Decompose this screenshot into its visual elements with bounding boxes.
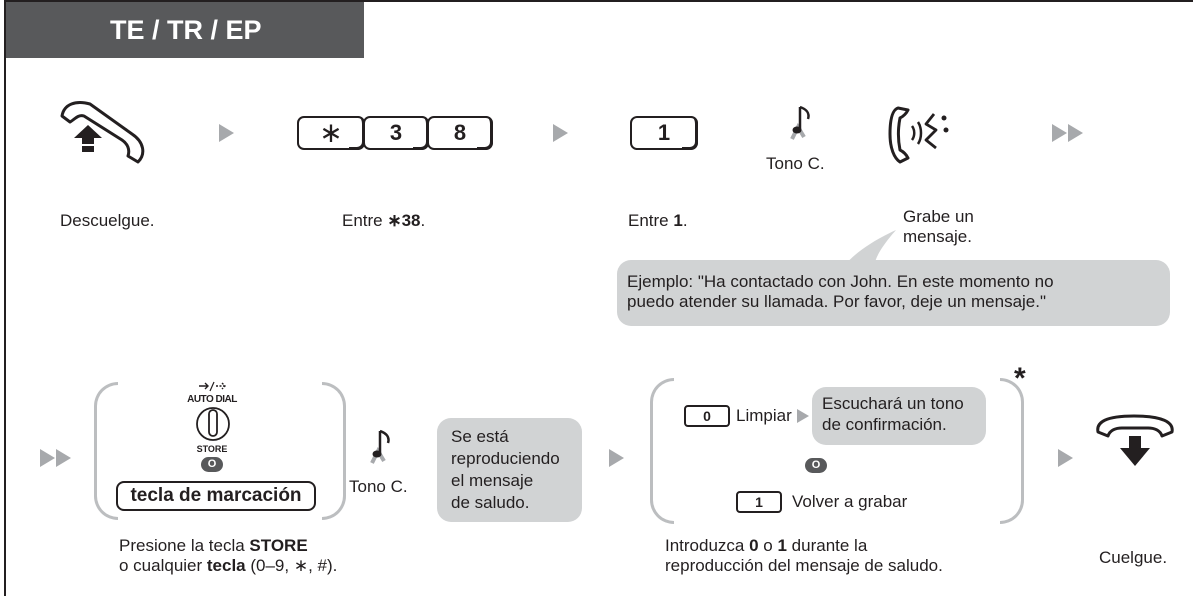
volver-label: Volver a grabar [792,492,908,511]
tone-note-icon [370,429,390,464]
tono-c-label: Tono C. [766,154,825,173]
asterisk-note: * [1014,362,1026,395]
off-hook-handset-icon [60,101,145,164]
continue-arrow [1052,124,1067,142]
reproduciendo-text: el mensaje [451,471,534,490]
step-arrow [553,124,568,142]
store-label: STORE [196,444,228,454]
left-paren [650,378,674,524]
auto-dial-label: AUTO DIAL [187,394,237,405]
oval-o-icon: O [805,458,827,473]
reproduciendo-text: reproduciendo [451,449,560,468]
limpiar-label: Limpiar [736,406,792,425]
grabe-label-1: Grabe un [903,207,974,226]
step-arrow [609,449,624,467]
example-text-1: Ejemplo: "Ha contactado con John. En est… [627,272,1054,291]
right-paren [322,382,346,520]
cuelgue-label: Cuelgue. [1099,548,1168,567]
key-8: 8 [427,116,493,150]
entre-1-label: Entre 1. [628,211,688,230]
store-button-icon [196,407,230,441]
step-arrow [797,409,809,423]
talk-handset-icon [888,106,949,164]
introduzca-label-2: reproducción del mensaje de saludo. [665,556,943,575]
step-arrow [1058,449,1073,467]
escuchara-text-1: Escuchará un tono [822,394,964,413]
reproduciendo-text: Se está [451,427,509,446]
star-key: ∗ [297,116,365,150]
diagram-frame [4,0,1193,596]
step-arrow [219,124,234,142]
introduzca-label-1: Introduzca 0 o 1 durante la [665,536,868,555]
grabe-label-2: mensaje. [903,227,972,246]
reproduciendo-bubble [437,418,582,522]
continue-arrow [40,449,55,467]
bubble-tail [844,230,896,266]
key-3: 3 [363,116,429,150]
tono-c-label: Tono C. [349,477,408,496]
left-paren [94,382,118,520]
confirmation-bubble [812,387,986,445]
dial-key-label: tecla de marcación [116,481,316,511]
redial-arrows-icon [199,381,226,392]
key-1: 1 [630,116,698,150]
key-0: 0 [684,405,730,427]
reproduciendo-text: de saludo. [451,493,530,512]
hang-up-handset-icon [1096,414,1174,466]
continue-arrow [1068,124,1083,142]
escuchara-text-2: de confirmación. [822,415,947,434]
example-bubble [617,260,1170,326]
presione-label-1: Presione la tecla STORE [119,536,308,555]
page-title: TE / TR / EP [6,2,364,58]
presione-label-2: o cualquier tecla (0–9, ∗, #). [119,556,338,575]
tone-note-icon [790,105,810,140]
example-text-2: puedo atender su llamada. Por favor, dej… [627,292,1047,311]
continue-arrow [56,449,71,467]
right-paren [1000,378,1024,524]
descuelgue-label: Descuelgue. [60,211,155,230]
oval-o-icon: O [201,457,223,472]
entre-38-label: Entre ∗38. [342,211,426,230]
key-1: 1 [736,491,782,513]
